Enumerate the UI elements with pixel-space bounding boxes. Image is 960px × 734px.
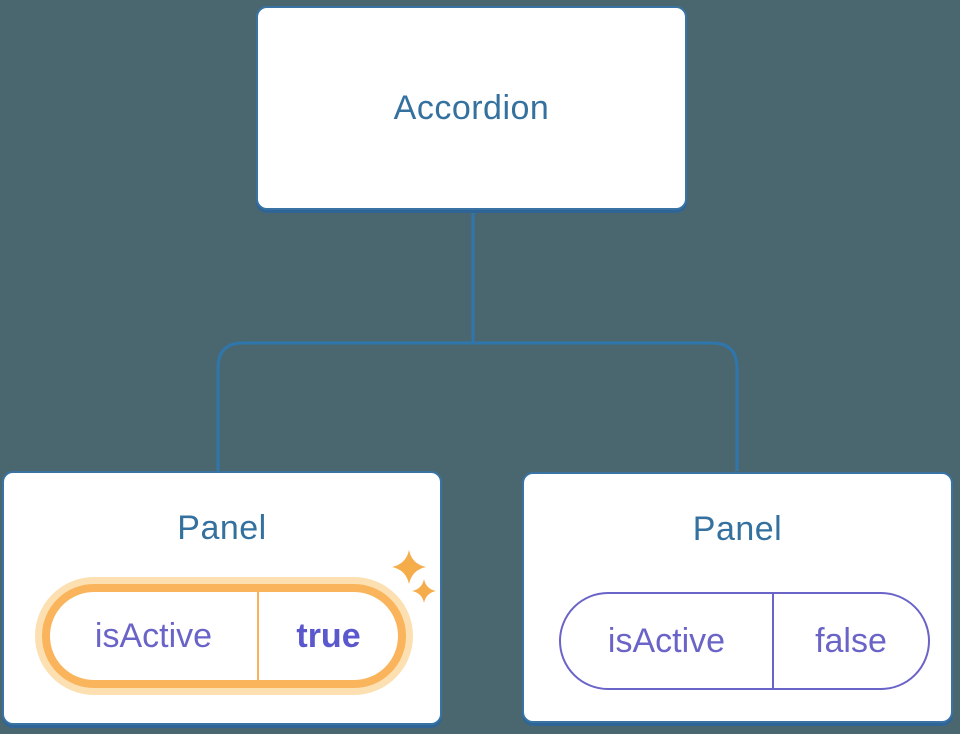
panel-node-inactive: Panel isActive false bbox=[522, 472, 953, 723]
state-key-label: isActive bbox=[94, 616, 213, 655]
state-value-label: false bbox=[815, 621, 887, 660]
state-value-label: true bbox=[296, 616, 361, 655]
state-pill-active: isActive true bbox=[42, 584, 406, 688]
state-pill-inactive: isActive false bbox=[559, 592, 930, 690]
pill-divider bbox=[772, 594, 774, 688]
panel-node-active: Panel isActive true bbox=[2, 471, 442, 725]
sparkles-icon bbox=[392, 550, 436, 603]
panel-label: Panel bbox=[177, 509, 267, 547]
pill-divider bbox=[257, 592, 259, 680]
state-key-label: isActive bbox=[607, 621, 726, 660]
accordion-label: Accordion bbox=[393, 88, 550, 127]
accordion-node: Accordion bbox=[256, 6, 687, 210]
panel-label: Panel bbox=[692, 510, 783, 548]
